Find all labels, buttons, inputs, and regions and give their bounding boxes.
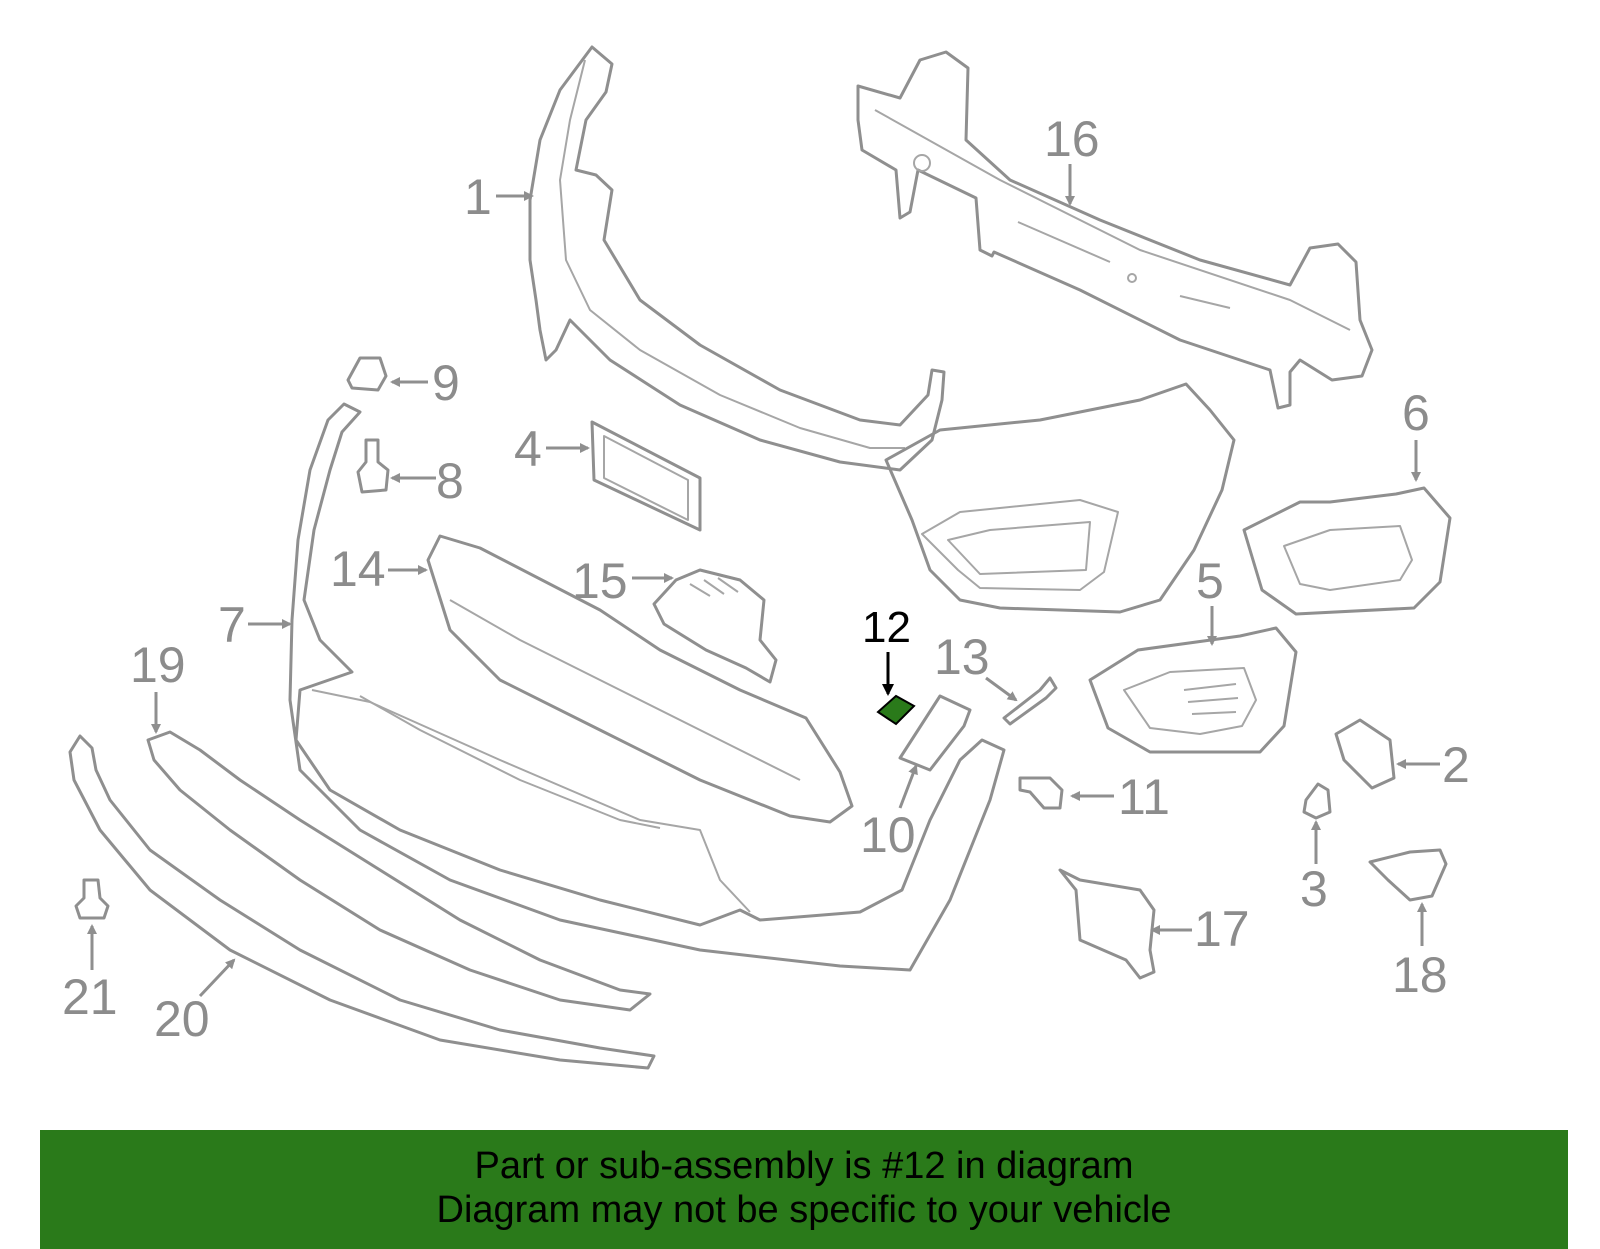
parts-diagram: 1 16 9 8 4 6 14 15 5 7 19 12 (62, 45, 1470, 1070)
callout-5: 5 (1196, 553, 1224, 646)
callout-4: 4 (514, 421, 590, 477)
info-banner: Part or sub-assembly is #12 in diagram D… (40, 1130, 1568, 1249)
callout-label: 21 (62, 969, 118, 1025)
callout-label: 14 (330, 541, 386, 597)
callout-6: 6 (1402, 385, 1430, 482)
part-9-clip (346, 356, 388, 392)
part-14-grille (426, 534, 854, 824)
callout-8: 8 (390, 453, 464, 509)
callout-9: 9 (390, 355, 460, 411)
callout-label: 7 (218, 597, 246, 653)
part-7-bumper-cover (288, 402, 1006, 972)
callout-10: 10 (860, 764, 918, 863)
callout-label: 8 (436, 453, 464, 509)
part-17-module (1058, 868, 1156, 980)
callout-13: 13 (934, 629, 1018, 702)
callout-label: 15 (572, 553, 628, 609)
callout-7: 7 (218, 597, 292, 653)
part-4-license-bracket (590, 420, 702, 532)
callout-15: 15 (572, 553, 674, 609)
callout-label: 6 (1402, 385, 1430, 441)
callout-label: 9 (432, 355, 460, 411)
callout-16: 16 (1044, 111, 1100, 206)
part-13-pin (1002, 676, 1058, 726)
part-18-bracket (1368, 848, 1448, 902)
callout-label: 2 (1442, 737, 1470, 793)
part-20-lip (68, 734, 656, 1070)
callout-label: 20 (154, 991, 210, 1047)
callout-2: 2 (1396, 737, 1470, 793)
callout-label: 18 (1392, 947, 1448, 1003)
part-16-impact-bar (856, 50, 1374, 410)
callout-20: 20 (154, 958, 236, 1047)
callout-label: 17 (1194, 901, 1250, 957)
part-6-right-bezel (1242, 486, 1452, 616)
banner-line-part: Part or sub-assembly is #12 in diagram (474, 1145, 1134, 1187)
callout-label: 12 (862, 603, 911, 652)
banner-line-disclaimer: Diagram may not be specific to your vehi… (436, 1189, 1172, 1231)
callout-18: 18 (1392, 902, 1448, 1003)
callout-17: 17 (1150, 901, 1250, 957)
callout-11: 11 (1070, 769, 1170, 825)
callout-3: 3 (1300, 820, 1328, 917)
callout-label: 1 (464, 169, 492, 225)
callout-1: 1 (464, 169, 534, 225)
callout-label: 4 (514, 421, 542, 477)
callout-label: 13 (934, 629, 990, 685)
part-19-deflector (146, 730, 652, 1012)
callout-label: 16 (1044, 111, 1100, 167)
part-15-bracket (652, 568, 778, 684)
part-1-upper-absorber (528, 45, 946, 472)
callout-label: 19 (130, 637, 186, 693)
part-21-pin (74, 878, 110, 920)
callout-19: 19 (130, 637, 186, 734)
callout-12-highlighted: 12 (862, 603, 911, 696)
callout-label: 10 (860, 807, 916, 863)
callout-label: 3 (1300, 861, 1328, 917)
part-12-highlighted (876, 694, 916, 726)
callout-21: 21 (62, 924, 118, 1025)
callout-14: 14 (330, 541, 428, 597)
callout-label: 5 (1196, 553, 1224, 609)
part-bumper-upper-cover (884, 382, 1236, 614)
part-2-bracket (1334, 718, 1396, 790)
part-11-bolt (1018, 776, 1064, 810)
part-10-bracket (898, 694, 972, 772)
callout-label: 11 (1118, 769, 1170, 825)
part-5-left-bezel (1088, 626, 1298, 754)
part-8-screw (356, 438, 390, 494)
part-3-clip (1302, 782, 1332, 820)
